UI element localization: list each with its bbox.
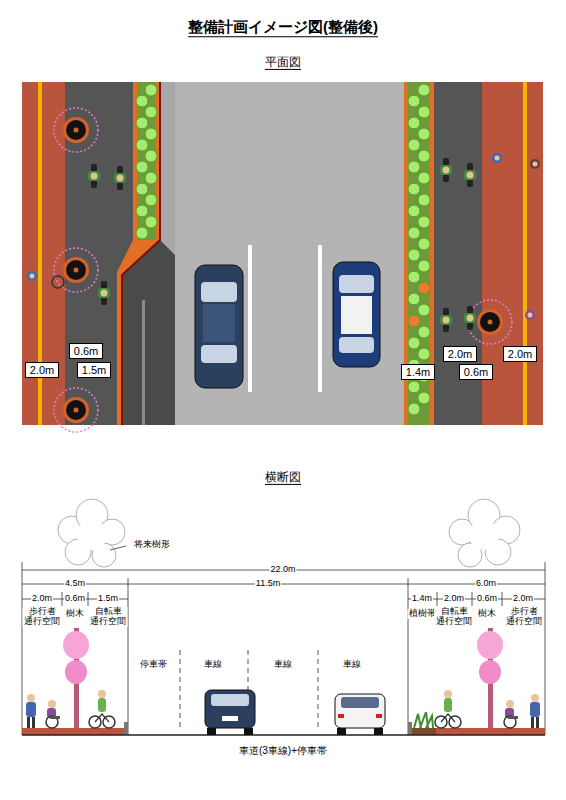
- dimension: 0.6m: [476, 594, 498, 604]
- dimension: 2.0m: [443, 594, 465, 604]
- section-heading: 平面図: [265, 56, 301, 70]
- zone-label: 歩行者 通行空間: [23, 607, 62, 627]
- dimension-text: 0.6m: [74, 345, 98, 357]
- zone-label: 車線: [203, 660, 223, 670]
- dimension-box: 0.6m: [459, 364, 493, 380]
- dimension-text: 2.0m: [508, 348, 532, 360]
- dimension-text: 1.5m: [82, 364, 106, 376]
- dimension-box: 2.0m: [503, 346, 537, 362]
- zone-label: 樹木: [65, 609, 85, 619]
- zone-label: 樹木: [477, 609, 497, 619]
- dimension-text: 2.0m: [448, 348, 472, 360]
- section-heading: 横断図: [265, 471, 301, 485]
- title: 整備計画イメージ図(整備後): [188, 19, 378, 37]
- zone-label: 停車帯: [139, 660, 168, 670]
- dimension-box: 2.0m: [443, 346, 477, 362]
- zone-label: 車線: [273, 660, 293, 670]
- zone-label: 車線: [342, 660, 362, 670]
- dimension: 2.0m: [512, 594, 534, 604]
- dimension: 4.5m: [64, 579, 86, 589]
- dimension: 2.0m: [31, 594, 53, 604]
- dimension-box: 0.6m: [69, 343, 103, 359]
- zone-label: 歩行者 通行空間: [505, 607, 544, 627]
- dimension-text: 1.4m: [406, 366, 430, 378]
- dimension: 1.4m: [411, 594, 433, 604]
- zone-label: 自転車 通行空間: [435, 607, 474, 627]
- dimension: 22.0m: [269, 565, 296, 575]
- dimension: 11.5m: [255, 579, 281, 589]
- dimension: 6.0m: [475, 579, 497, 589]
- note: 将来樹形: [133, 540, 171, 550]
- dimension-box: 2.0m: [25, 362, 59, 378]
- dimension-text: 2.0m: [30, 364, 54, 376]
- road-label: 車道(3車線)+停車帯: [238, 745, 328, 756]
- dimension-text: 0.6m: [464, 366, 488, 378]
- dimension-box: 1.4m: [401, 364, 435, 380]
- dimension-box: 1.5m: [77, 362, 111, 378]
- zone-label: 植樹帯: [408, 609, 437, 619]
- dimension: 1.5m: [97, 594, 119, 604]
- zone-label: 自転車 通行空間: [89, 607, 128, 627]
- dimension: 0.6m: [64, 594, 86, 604]
